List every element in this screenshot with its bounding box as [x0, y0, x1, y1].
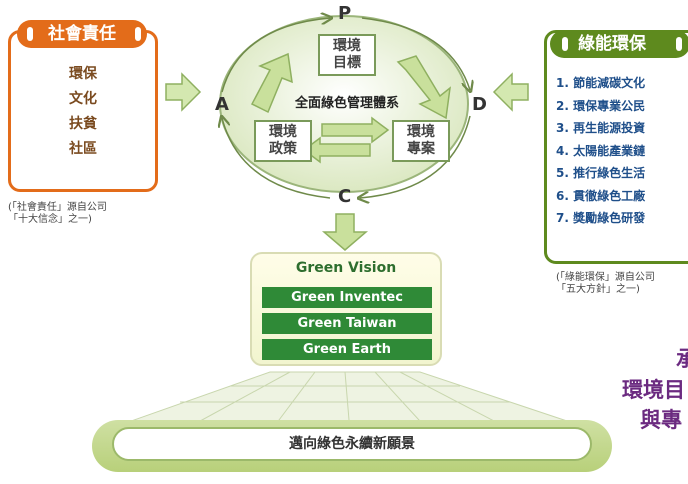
arrow-down-to-vision: [321, 213, 369, 251]
arrow-project-to-policy: [302, 136, 371, 164]
green-energy-list: 1. 節能減碳文化 2. 環保專業公民 3. 再生能源投資 4. 太陽能產業鏈 …: [556, 72, 688, 230]
cycle-arrow-d-to-c: [360, 115, 471, 198]
sustainable-vision-banner: 邁向綠色永續新願景: [112, 427, 592, 461]
green-vision-bar: Green Earth: [262, 339, 432, 360]
environment-target-box: 環境 目標: [318, 34, 376, 76]
green-vision-bar: Green Inventec: [262, 287, 432, 308]
note-line: (「綠能環保」源自公司: [556, 272, 655, 283]
list-item: 5. 推行綠色生活: [556, 166, 646, 180]
list-item: 扶貧: [69, 116, 97, 132]
title-dot-left: [562, 37, 568, 51]
social-responsibility-title-text: 社會責任: [48, 24, 116, 44]
title-dot-right: [135, 27, 141, 41]
note-line: (「社會責任」源自公司: [8, 202, 107, 213]
environment-policy-box: 環境 政策: [254, 120, 312, 162]
box-line: 目標: [333, 55, 361, 71]
side-text-line: 與專: [640, 408, 682, 432]
green-vision-title: Green Vision: [295, 260, 397, 276]
list-item: 文化: [69, 91, 97, 107]
note-line: 「五大方針」之一): [556, 284, 640, 295]
arrow-right-to-cycle: [492, 72, 529, 112]
cycle-arrow-p-to-d: [361, 17, 470, 90]
environment-project-box: 環境 專案: [392, 120, 450, 162]
list-item: 社區: [69, 141, 97, 157]
side-text-line: 承: [676, 347, 688, 371]
title-dot-right: [676, 37, 682, 51]
social-responsibility-note: (「社會責任」源自公司 「十大信念」之一): [8, 202, 107, 226]
cycle-letter-a: A: [215, 94, 229, 115]
list-item: 6. 貫徹綠色工廠: [556, 188, 646, 203]
list-item: 7. 獎勵綠色研發: [556, 211, 646, 225]
arrow-left-to-cycle: [165, 72, 202, 112]
arrow-policy-to-project: [321, 116, 390, 144]
cycle-letter-c: C: [338, 186, 352, 207]
list-item: 1. 節能減碳文化: [556, 76, 646, 90]
green-energy-title-text: 綠能環保: [578, 34, 646, 54]
list-item: 4. 太陽能產業鏈: [556, 143, 646, 158]
note-line: 「十大信念」之一): [8, 214, 92, 225]
social-responsibility-title: 社會責任: [17, 20, 147, 48]
cycle-letter-d: D: [472, 94, 487, 115]
arrow-target-to-project: [396, 55, 451, 120]
cycle-arrow-a-to-p: [221, 18, 330, 93]
cycle-letter-p: P: [338, 3, 352, 24]
green-energy-note: (「綠能環保」源自公司 「五大方針」之一): [556, 272, 655, 296]
title-dot-left: [27, 27, 33, 41]
box-line: 政策: [269, 141, 297, 157]
box-line: 專案: [407, 141, 435, 157]
box-line: 環境: [269, 124, 297, 140]
list-item: 環保: [69, 66, 97, 82]
side-text-line: 環境目: [622, 378, 685, 402]
box-line: 環境: [407, 124, 435, 140]
arrow-policy-to-target: [250, 52, 293, 114]
green-vision-bar: Green Taiwan: [262, 313, 432, 334]
list-item: 3. 再生能源投資: [556, 121, 646, 135]
cycle-arrow-c-to-a: [222, 118, 331, 199]
box-line: 環境: [333, 38, 361, 54]
green-energy-title: 綠能環保: [550, 30, 688, 58]
social-responsibility-list: 環保 文化 扶貧 社區: [8, 62, 158, 162]
green-management-system-label: 全面綠色管理體系: [294, 96, 399, 111]
list-item: 2. 環保專業公民: [556, 98, 646, 113]
